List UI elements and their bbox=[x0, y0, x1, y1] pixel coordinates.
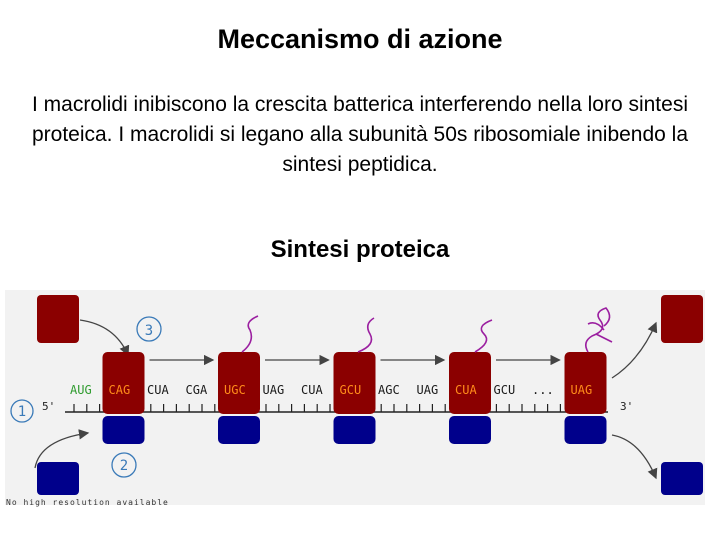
free-large-subunit-right bbox=[661, 295, 703, 343]
step-3-circle bbox=[136, 316, 162, 342]
peptide-chain-3 bbox=[474, 319, 493, 353]
peptide-chain-1 bbox=[241, 315, 259, 353]
peptide-chain-2 bbox=[357, 317, 375, 353]
assembly-arrow-large bbox=[79, 319, 130, 357]
ribosome-small-subunit bbox=[102, 416, 145, 444]
diagram-heading: Sintesi proteica bbox=[270, 236, 450, 263]
codon: UAG bbox=[263, 383, 285, 397]
codon: CUA bbox=[147, 383, 169, 397]
codon: GCU bbox=[340, 383, 362, 397]
codon: UAG bbox=[571, 383, 593, 397]
codon: ... bbox=[532, 383, 554, 397]
assembly-arrow-small bbox=[34, 429, 90, 469]
codon-sequence: AUG CAG CUA CGA UGC UAG CUA GCU AGC UAG CUA GCU... U… bbox=[70, 383, 592, 397]
step-3-label: 3 bbox=[145, 323, 153, 339]
ribosome-small-subunit bbox=[564, 416, 607, 444]
release-arrow-large bbox=[611, 321, 658, 379]
step-1-circle bbox=[10, 399, 34, 423]
ribosome-small-subunit bbox=[449, 416, 491, 444]
free-small-subunit-left bbox=[37, 462, 79, 495]
codon: GCU bbox=[494, 383, 516, 397]
ribosome-large-subunit bbox=[333, 352, 376, 414]
codon: CGA bbox=[186, 383, 208, 397]
ribosome-large-subunit bbox=[449, 352, 491, 414]
ribosome-large-subunit bbox=[218, 352, 260, 414]
codon: UAG bbox=[417, 383, 439, 397]
protein-synthesis-diagram: AUG CAG CUA CGA UGC UAG CUA GCU AGC UAG CUA GCU... U… bbox=[5, 290, 705, 505]
released-polypeptide bbox=[584, 307, 613, 353]
ribosome-small-subunit bbox=[218, 416, 260, 444]
codon: UGC bbox=[224, 383, 246, 397]
step-2-label: 2 bbox=[120, 458, 128, 474]
release-arrow-small bbox=[611, 434, 658, 480]
codon: CUA bbox=[301, 383, 323, 397]
slide-title: Meccanismo di azione bbox=[217, 24, 503, 54]
codon: CUA bbox=[455, 383, 477, 397]
start-codon: AUG bbox=[70, 383, 92, 397]
description-paragraph: I macrolidi inibiscono la crescita batte… bbox=[31, 93, 689, 176]
footer-caption: No high resolution available bbox=[6, 498, 169, 507]
ribosome-large-subunit bbox=[102, 352, 145, 414]
codon: AGC bbox=[378, 383, 400, 397]
five-prime-label: 5' bbox=[42, 400, 55, 413]
free-small-subunit-right bbox=[661, 462, 703, 495]
step-1-label: 1 bbox=[18, 404, 26, 420]
ribosome-small-subunit bbox=[333, 416, 376, 444]
ribosome-large-subunit bbox=[564, 352, 607, 414]
codon: CAG bbox=[109, 383, 131, 397]
three-prime-label: 3' bbox=[620, 400, 633, 413]
free-large-subunit-left bbox=[37, 295, 79, 343]
step-2-circle bbox=[111, 452, 137, 478]
ribosome-group bbox=[102, 352, 607, 444]
